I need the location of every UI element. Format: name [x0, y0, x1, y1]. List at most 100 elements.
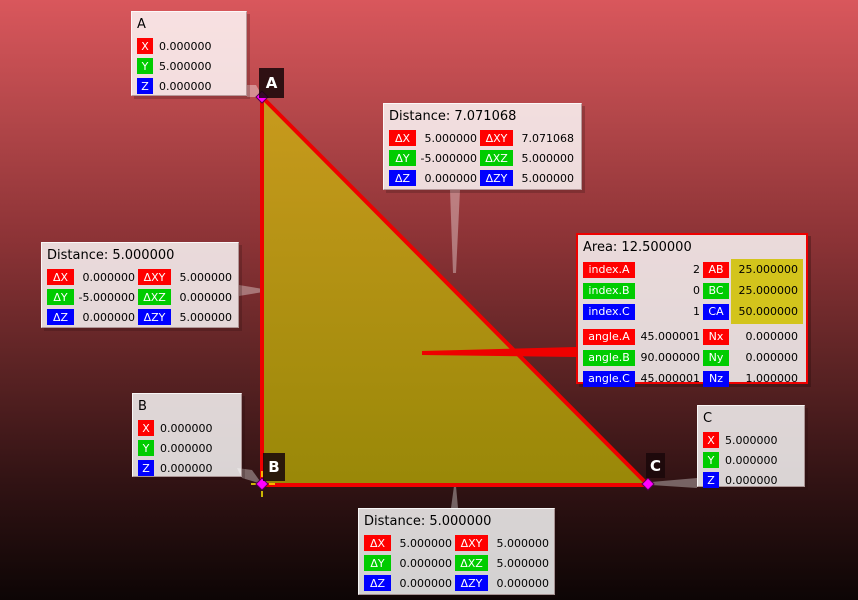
vertex-label-b: B — [263, 453, 285, 481]
edge-ab-value: 25.000000 — [738, 263, 799, 276]
axis-x-chip: X — [138, 420, 154, 436]
normal-z-chip: Nz — [703, 370, 729, 387]
index-row: index.B 0 BC 25.000000 — [583, 282, 801, 299]
index-b-chip: index.B — [583, 282, 635, 299]
coord-value-z: 0.000000 — [725, 473, 778, 487]
axis-y-chip: Y — [703, 452, 719, 468]
delta-row: ΔZ 0.000000 ΔZY 5.000000 — [389, 170, 576, 186]
vertex-label-c: C — [646, 453, 665, 478]
edge-ca-value: 50.000000 — [738, 305, 799, 318]
leader-distance-ab — [239, 285, 263, 296]
coord-value-z: 0.000000 — [159, 79, 212, 93]
distance-panel-ab[interactable]: Distance: 5.000000 ΔX 0.000000 ΔXY 5.000… — [41, 242, 239, 328]
angle-c-chip: angle.C — [583, 370, 635, 387]
panel-title: Distance: 5.000000 — [47, 248, 175, 263]
coord-value-x: 5.000000 — [725, 433, 778, 447]
index-a-chip: index.A — [583, 261, 635, 278]
edge-bc-chip: BC — [703, 282, 729, 299]
delta-y-chip: ΔY — [364, 555, 391, 571]
coord-row: X 0.000000 — [138, 420, 236, 436]
delta-xy-chip: ΔXY — [138, 269, 171, 285]
coord-row: Z 0.000000 — [137, 78, 241, 94]
edge-ca-chip: CA — [703, 303, 729, 320]
coord-row: Y 5.000000 — [137, 58, 241, 74]
point-info-panel-b[interactable]: B X 0.000000 Y 0.000000 Z 0.000000 — [132, 393, 242, 477]
distance-panel-bc[interactable]: Distance: 5.000000 ΔX 5.000000 ΔXY 5.000… — [358, 508, 555, 595]
delta-x-chip: ΔX — [389, 130, 416, 146]
delta-x-chip: ΔX — [364, 535, 391, 551]
delta-y-value: 0.000000 — [399, 556, 453, 570]
delta-zy-value: 5.000000 — [179, 310, 233, 324]
delta-xy-value: 5.000000 — [179, 270, 233, 284]
point-info-panel-a[interactable]: A X 0.000000 Y 5.000000 Z 0.000000 — [131, 11, 247, 96]
delta-row: ΔX 0.000000 ΔXY 5.000000 — [47, 269, 233, 285]
angle-row: angle.C 45.000001 Nz 1.000000 — [583, 370, 801, 387]
vertex-marker-c[interactable] — [641, 477, 655, 491]
delta-xz-value: 5.000000 — [521, 151, 575, 165]
delta-xz-value: 0.000000 — [179, 290, 233, 304]
normal-y-chip: Ny — [703, 349, 729, 366]
delta-row: ΔY -5.000000 ΔXZ 5.000000 — [389, 150, 576, 166]
coord-value-z: 0.000000 — [160, 461, 213, 475]
delta-y-value: -5.000000 — [78, 290, 135, 304]
delta-x-value: 0.000000 — [82, 270, 136, 284]
leader-panel-b — [237, 468, 262, 484]
delta-z-value: 0.000000 — [82, 310, 136, 324]
delta-x-value: 5.000000 — [424, 131, 478, 145]
coord-value-x: 0.000000 — [160, 421, 213, 435]
axis-y-chip: Y — [137, 58, 153, 74]
index-a-value: 2 — [693, 263, 700, 276]
axis-x-chip: X — [703, 432, 719, 448]
vertex-label-a: A — [259, 68, 284, 98]
delta-xy-chip: ΔXY — [455, 535, 488, 551]
coord-row: X 5.000000 — [703, 432, 799, 448]
angle-a-chip: angle.A — [583, 328, 635, 345]
vertex-marker-b[interactable] — [251, 471, 275, 497]
edge-ab-chip: AB — [703, 261, 729, 278]
delta-zy-value: 0.000000 — [496, 576, 550, 590]
triangle-face[interactable] — [260, 95, 650, 487]
selection-crosshair — [251, 471, 275, 497]
index-b-value: 0 — [693, 284, 700, 297]
edge-bc-value: 25.000000 — [738, 284, 799, 297]
normal-x-chip: Nx — [703, 328, 729, 345]
delta-zy-chip: ΔZY — [455, 575, 488, 591]
normal-z-value: 1.000000 — [745, 372, 799, 385]
delta-xz-chip: ΔXZ — [480, 150, 513, 166]
normal-x-value: 0.000000 — [745, 330, 799, 343]
panel-title: C — [703, 411, 713, 426]
delta-xy-value: 5.000000 — [496, 536, 550, 550]
index-row: index.C 1 CA 50.000000 — [583, 303, 801, 320]
coord-row: Y 0.000000 — [703, 452, 799, 468]
vertex-letter: A — [265, 74, 278, 92]
angle-a-value: 45.000001 — [640, 330, 701, 343]
coord-value-y: 0.000000 — [160, 441, 213, 455]
coord-value-y: 0.000000 — [725, 453, 778, 467]
distance-panel-ac[interactable]: Distance: 7.071068 ΔX 5.000000 ΔXY 7.071… — [383, 103, 582, 190]
delta-y-chip: ΔY — [47, 289, 74, 305]
delta-row: ΔX 5.000000 ΔXY 5.000000 — [364, 535, 549, 551]
vertex-marker-b-diamond[interactable] — [255, 477, 269, 491]
delta-z-value: 0.000000 — [399, 576, 453, 590]
delta-row: ΔY 0.000000 ΔXZ 5.000000 — [364, 555, 549, 571]
delta-xz-value: 5.000000 — [496, 556, 550, 570]
axis-z-chip: Z — [138, 460, 154, 476]
leader-distance-ac — [450, 190, 460, 273]
panel-title: Area: 12.500000 — [583, 240, 692, 255]
delta-row: ΔX 5.000000 ΔXY 7.071068 — [389, 130, 576, 146]
axis-x-chip: X — [137, 38, 153, 54]
coord-row: X 0.000000 — [137, 38, 241, 54]
delta-xz-chip: ΔXZ — [455, 555, 488, 571]
point-info-panel-c[interactable]: C X 5.000000 Y 0.000000 Z 0.000000 — [697, 405, 805, 488]
delta-x-chip: ΔX — [47, 269, 74, 285]
delta-zy-value: 5.000000 — [521, 171, 575, 185]
area-info-panel[interactable]: Area: 12.500000 index.A 2 AB 25.000000 i… — [576, 233, 808, 387]
delta-z-chip: ΔZ — [389, 170, 416, 186]
panel-title: Distance: 7.071068 — [389, 109, 517, 124]
leader-panel-c — [651, 478, 697, 488]
axis-z-chip: Z — [137, 78, 153, 94]
delta-y-chip: ΔY — [389, 150, 416, 166]
panel-title: A — [137, 17, 146, 32]
delta-x-value: 5.000000 — [399, 536, 453, 550]
